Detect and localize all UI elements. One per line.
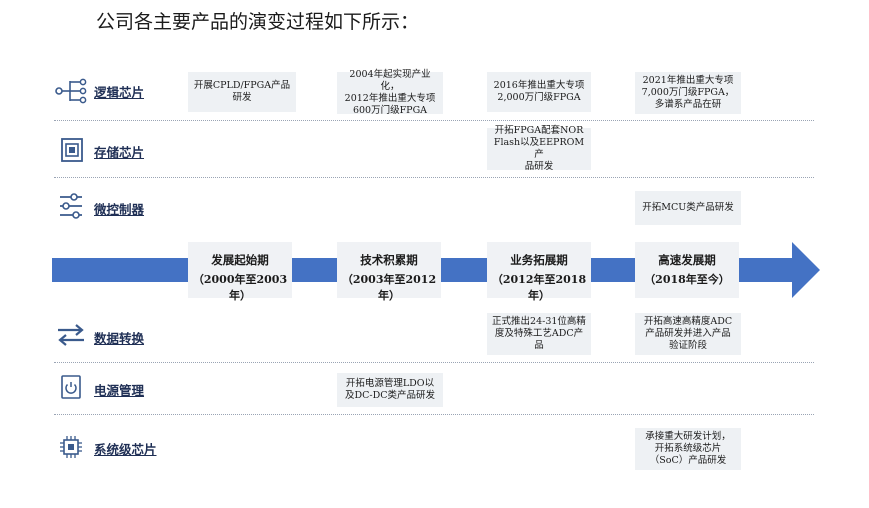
phase-dates: （2003年至2012年） (341, 273, 437, 302)
event-line: 正式推出24-31位高精 (492, 316, 586, 327)
slider-controls-icon (60, 193, 82, 219)
event-line: 开拓高速高精度ADC (643, 316, 733, 327)
event-line: 开展CPLD/FPGA产品 (193, 80, 291, 91)
event-line: 2004年起实现产业化， (349, 69, 431, 92)
event-line: 开拓电源管理LDO以 (345, 378, 435, 389)
row-label-soc: 系统级芯片 (94, 442, 157, 457)
event-power-phase2: 开拓电源管理LDO以及DC-DC类产品研发 (337, 373, 443, 407)
phase-2: 技术积累期 （2003年至2012年） (337, 242, 441, 302)
phase-dates: （2018年至今） (644, 273, 730, 286)
event-mcu-phase4: 开拓MCU类产品研发 (635, 191, 741, 225)
event-line: 2,000万门级FPGA (497, 92, 581, 103)
row-divider (54, 120, 814, 121)
event-line: 开拓系统级芯片 (654, 443, 722, 454)
event-line: （SoC）产品研发 (649, 455, 727, 466)
phase-dates: （2000年至2003年） (192, 273, 288, 302)
event-line: 7,000万门级FPGA， (641, 87, 735, 98)
soc-chip-icon (60, 436, 82, 458)
event-line: 及DC-DC类产品研发 (345, 390, 435, 401)
row-label-power: 电源管理 (94, 383, 145, 398)
event-line: 2016年推出重大专项 (493, 80, 585, 91)
row-divider (54, 362, 814, 363)
power-button-icon (61, 375, 81, 399)
phase-4: 高速发展期 （2018年至今） (635, 242, 739, 298)
event-soc-phase4: 承接重大研发计划，开拓系统级芯片（SoC）产品研发 (635, 428, 741, 470)
event-line: 多谱系产品在研 (654, 99, 722, 110)
event-line: 开拓MCU类产品研发 (642, 202, 734, 213)
event-line: 品 (534, 340, 544, 351)
phase-name: 技术积累期 (360, 253, 418, 267)
event-line: 品研发 (524, 161, 554, 172)
phase-3: 业务拓展期 （2012年至2018年） (487, 242, 591, 302)
event-line: 2021年推出重大专项 (642, 75, 734, 86)
event-line: 验证阶段 (668, 340, 707, 351)
event-line: 2012年推出重大专项 (344, 93, 436, 104)
event-line: 开拓FPGA配套NOR (494, 125, 584, 136)
swap-arrows-icon (58, 324, 84, 346)
row-divider (54, 414, 814, 415)
event-line: 承接重大研发计划， (645, 431, 731, 442)
event-data-phase3: 正式推出24-31位高精度及特殊工艺ADC产品 (487, 313, 591, 355)
event-line: 产品研发并进入产品 (645, 328, 731, 339)
page-heading: 公司各主要产品的演变过程如下所示： (96, 11, 420, 33)
row-label-memory: 存储芯片 (94, 145, 145, 160)
row-label-logic: 逻辑芯片 (94, 85, 145, 100)
event-logic-phase1: 开展CPLD/FPGA产品研发 (188, 72, 296, 112)
phase-dates: （2012年至2018年） (491, 273, 587, 302)
phase-name: 高速发展期 (658, 253, 716, 267)
event-line: 600万门级FPGA (352, 105, 428, 116)
memory-chip-icon (61, 138, 83, 162)
logic-chip-icon (55, 78, 87, 104)
row-label-data: 数据转换 (94, 331, 145, 346)
phase-name: 业务拓展期 (510, 253, 568, 267)
row-label-mcu: 微控制器 (94, 202, 145, 217)
event-line: Flash以及EEPROM产 (493, 137, 585, 160)
phase-name: 发展起始期 (211, 253, 269, 267)
row-divider (54, 177, 814, 178)
phase-1: 发展起始期 （2000年至2003年） (188, 242, 292, 302)
event-line: 研发 (232, 92, 252, 103)
event-line: 度及特殊工艺ADC产 (494, 328, 584, 339)
